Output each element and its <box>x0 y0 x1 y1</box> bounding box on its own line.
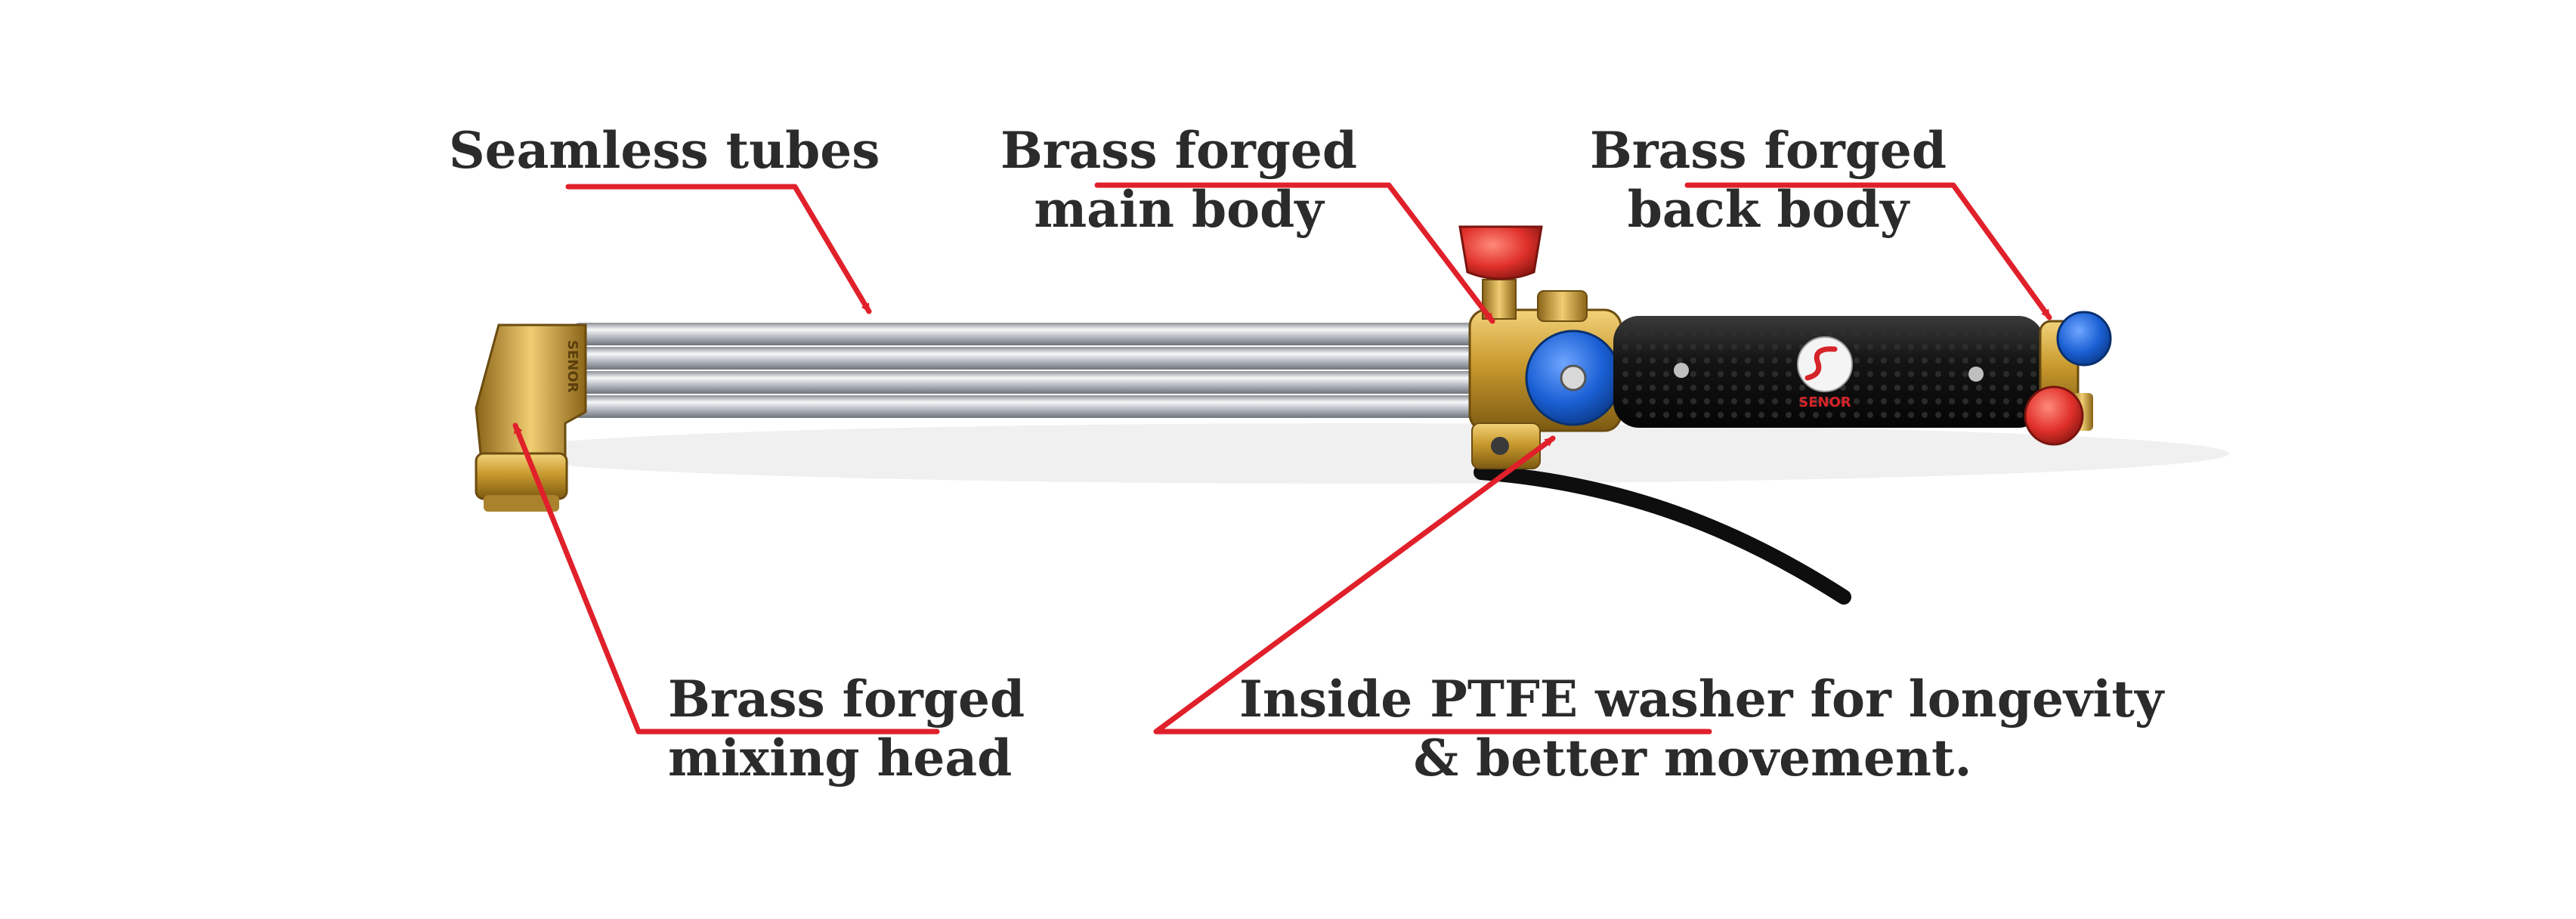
callout-line-seamless-tubes <box>565 184 872 314</box>
callout-main-body-line1: Brass forged <box>1000 121 1358 180</box>
cutting-oxygen-lever <box>1474 465 1851 605</box>
torch-shadow <box>491 423 2229 484</box>
callout-main-body: Brass forged main body <box>987 121 1371 239</box>
callout-line-ptfe-washer <box>1153 435 1712 735</box>
fuel-inlet-red-nut <box>2024 385 2084 446</box>
mixing-head-logo-text: SENOR <box>564 340 580 393</box>
callout-line-back-body <box>1684 182 2052 320</box>
oxygen-valve-red-knob <box>1458 225 1543 280</box>
callout-back-body-line2: back body <box>1627 180 1910 239</box>
callout-lines <box>512 182 2052 735</box>
brass-back-body <box>2024 311 2112 446</box>
callout-back-body-line1: Brass forged <box>1589 121 1947 180</box>
callout-seamless-tubes: Seamless tubes <box>449 121 880 180</box>
brass-mixing-head: SENOR <box>475 323 587 512</box>
callout-mixing-head: Brass forged mixing head <box>668 670 1025 787</box>
brass-main-body <box>1458 225 1622 469</box>
callout-mixing-head-line1: Brass forged <box>668 670 1025 729</box>
callout-back-body: Brass forged back body <box>1576 121 1960 239</box>
callout-seamless-tubes-line1: Seamless tubes <box>449 121 880 180</box>
senor-logo-text: SENOR <box>1798 395 1851 410</box>
senor-logo-badge <box>1797 336 1853 392</box>
callout-ptfe-washer: Inside PTFE washer for longevity & bette… <box>1239 670 2164 787</box>
oxygen-inlet-blue-nut <box>2056 311 2112 367</box>
callout-mixing-head-line2: mixing head <box>668 729 1013 787</box>
seamless-tubes <box>571 323 1485 418</box>
torch-handle: SENOR <box>1613 316 2044 428</box>
callout-line-mixing-head <box>512 422 940 735</box>
callout-ptfe-washer-line1: Inside PTFE washer for longevity <box>1239 670 2164 729</box>
callout-main-body-line2: main body <box>1034 180 1324 239</box>
callout-line-main-body <box>1094 182 1495 324</box>
callout-ptfe-washer-line2: & better movement. <box>1413 729 1972 787</box>
